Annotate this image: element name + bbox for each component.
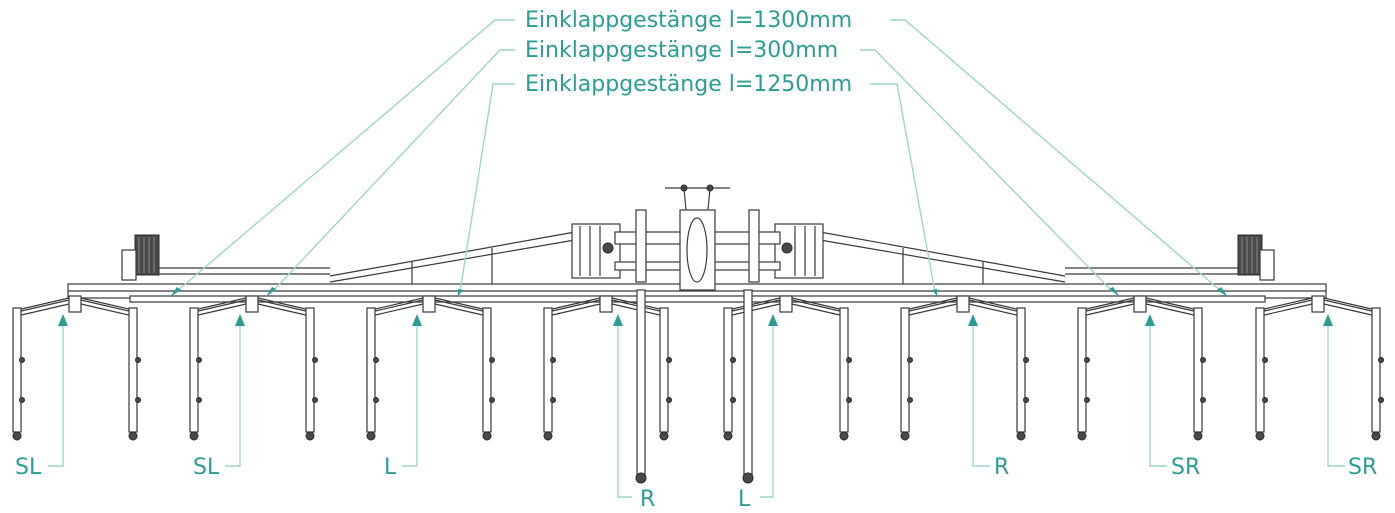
machine-frame [67, 184, 1327, 303]
tine-bolt [1378, 357, 1384, 363]
tine-leg [723, 307, 733, 433]
tine-bolt [19, 397, 25, 403]
tine-hub [599, 295, 613, 313]
label-leaders [48, 325, 1345, 498]
callout-leaders [175, 19, 1223, 293]
tine-bolt [666, 357, 672, 363]
tine-leg [1193, 307, 1203, 433]
tine-bolt [19, 357, 25, 363]
tine-bolt [373, 397, 379, 403]
callout-rod-300: Einklappgestänge l=300mm [525, 38, 838, 63]
tine-bolt [1023, 397, 1029, 403]
tine-foot [900, 431, 910, 441]
tine-bolt [1200, 357, 1206, 363]
tine-leg [659, 307, 669, 433]
center-shanks [635, 289, 754, 484]
tine-bolt [135, 357, 141, 363]
tine-bolt [1378, 397, 1384, 403]
tine-foot [1193, 431, 1203, 441]
label-l-center: L [738, 487, 751, 512]
center-hitch [679, 209, 716, 291]
tine-hub [245, 295, 259, 313]
tine-bolt [312, 357, 318, 363]
tine-leg [366, 307, 376, 433]
callout-arrowheads [170, 287, 1228, 297]
tine-leg [482, 307, 492, 433]
tine-hub [956, 295, 970, 313]
tine-bolt [196, 397, 202, 403]
tine-bolt [1084, 357, 1090, 363]
tine-leg [900, 307, 910, 433]
tine-bolt [550, 397, 556, 403]
label-r-right: R [994, 455, 1009, 480]
tine-leg [305, 307, 315, 433]
left-hydraulic-block [571, 223, 621, 279]
tine-foot [366, 431, 376, 441]
tine-bolt [846, 397, 852, 403]
tine-bolt [373, 357, 379, 363]
tine-foot [189, 431, 199, 441]
tine-foot [12, 431, 22, 441]
tine-foot [1016, 431, 1026, 441]
tine-bolt [1200, 397, 1206, 403]
tine-bolt [550, 357, 556, 363]
label-arrowheads [58, 314, 1333, 326]
tine-bolt [489, 397, 495, 403]
tine-foot [839, 431, 849, 441]
label-sr-outer: SR [1348, 455, 1377, 480]
tine-bolt [1084, 397, 1090, 403]
tine-foot [1077, 431, 1087, 441]
tine-leg [1371, 307, 1381, 433]
tine-foot [482, 431, 492, 441]
tine-hub [779, 295, 793, 313]
tine-bolt [730, 397, 736, 403]
tine-foot [305, 431, 315, 441]
callout-rod-1300: Einklappgestänge l=1300mm [525, 8, 852, 33]
tine-units [12, 295, 1384, 441]
tine-leg [839, 307, 849, 433]
tine-hub [1133, 295, 1147, 313]
tine-leg [128, 307, 138, 433]
label-sr-inner: SR [1171, 455, 1200, 480]
label-sl-inner: SL [193, 455, 220, 480]
tine-bolt [907, 397, 913, 403]
callout-rod-1250: Einklappgestänge l=1250mm [525, 72, 852, 97]
right-hydraulic-block [774, 223, 824, 279]
tine-leg [543, 307, 553, 433]
tine-bolt [312, 397, 318, 403]
tine-foot [128, 431, 138, 441]
tine-foot [659, 431, 669, 441]
tine-hub [422, 295, 436, 313]
tine-bolt [1262, 397, 1268, 403]
label-r-center: R [640, 487, 655, 512]
tine-leg [1016, 307, 1026, 433]
tine-hub [68, 295, 82, 313]
tine-bolt [846, 357, 852, 363]
label-l-left: L [384, 455, 397, 480]
tine-foot [1371, 431, 1381, 441]
tine-foot [543, 431, 553, 441]
tine-bolt [907, 357, 913, 363]
tine-bolt [489, 357, 495, 363]
lower-beam [129, 295, 1266, 303]
tine-leg [12, 307, 22, 433]
tine-leg [1255, 307, 1265, 433]
tine-leg [1077, 307, 1087, 433]
tine-bolt [196, 357, 202, 363]
label-sl-outer: SL [15, 455, 42, 480]
tine-bolt [135, 397, 141, 403]
tine-hub [1311, 295, 1325, 313]
tine-foot [1255, 431, 1265, 441]
tine-bolt [1023, 357, 1029, 363]
tine-bolt [1262, 357, 1268, 363]
tine-bolt [730, 357, 736, 363]
tine-bolt [666, 397, 672, 403]
tine-leg [189, 307, 199, 433]
tine-foot [723, 431, 733, 441]
